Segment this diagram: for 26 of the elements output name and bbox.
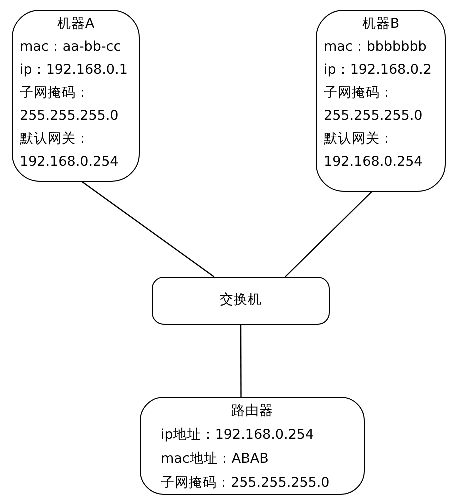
node-text: 255.255.255.0: [324, 107, 423, 125]
switch-box: [152, 277, 330, 325]
connector-line: [240, 325, 242, 397]
node-text: 子网掩码：: [20, 84, 90, 102]
node-title: 机器B: [362, 15, 400, 33]
node-text: 默认网关：: [20, 130, 90, 148]
connector-line: [285, 192, 372, 278]
node-text: 子网掩码：255.255.255.0: [161, 474, 330, 492]
node-text: 子网掩码：: [324, 84, 394, 102]
node-text: mac地址：ABAB: [161, 450, 269, 468]
machine-box: [316, 10, 446, 192]
node-text: mac：aa-bb-cc: [20, 38, 122, 56]
node-title: 交换机: [220, 291, 262, 309]
node-text: 192.168.0.254: [324, 153, 423, 171]
node-text: 默认网关：: [324, 130, 394, 148]
node-text: ip：192.168.0.2: [324, 61, 432, 79]
node-title: 路由器: [232, 402, 274, 420]
node-text: 255.255.255.0: [20, 107, 119, 125]
router-box: [140, 397, 365, 495]
node-text: mac：bbbbbbb: [324, 38, 427, 56]
node-text: 192.168.0.254: [20, 153, 119, 171]
node-title: 机器A: [57, 15, 95, 33]
node-text: ip：192.168.0.1: [20, 61, 128, 79]
machine-box: [12, 10, 140, 182]
connector-line: [82, 182, 215, 278]
node-text: ip地址：192.168.0.254: [161, 426, 314, 444]
